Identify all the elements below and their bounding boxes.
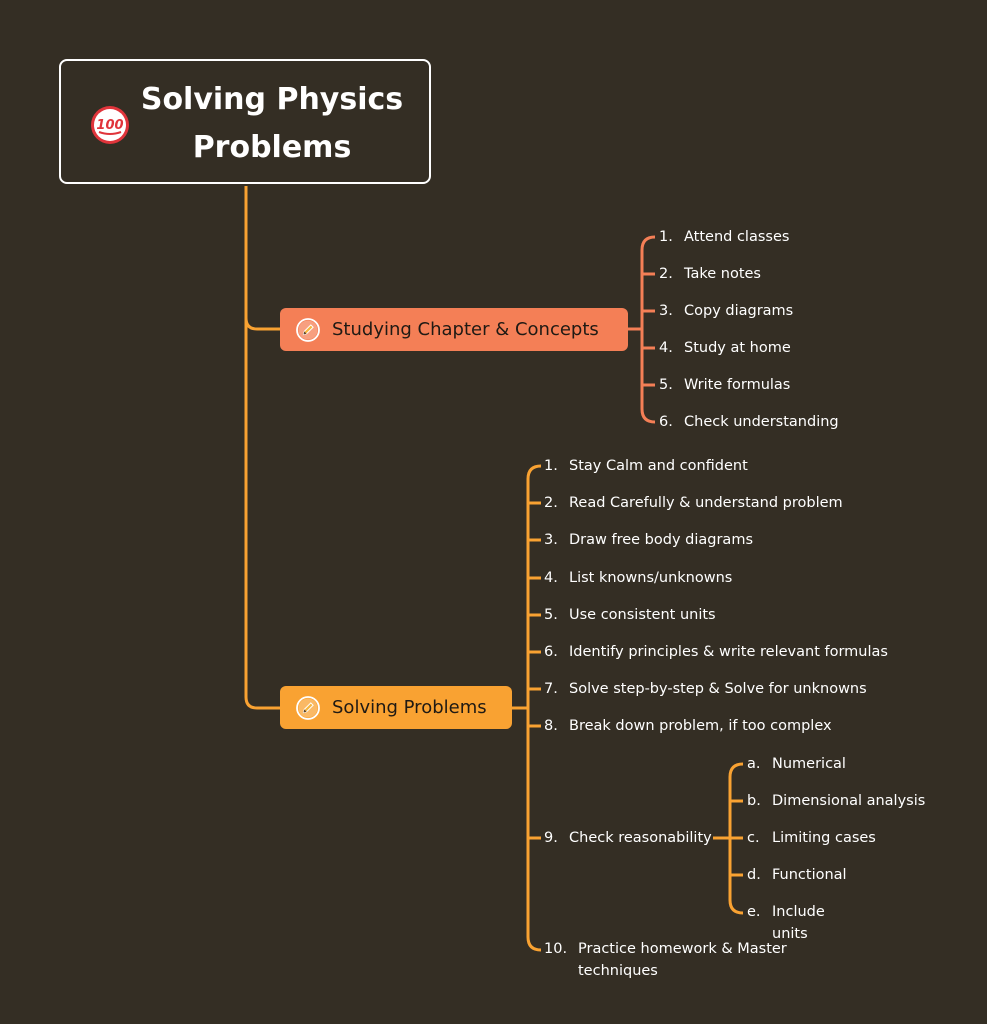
item-text: Draw free body diagrams xyxy=(569,532,753,548)
item-text: Study at home xyxy=(684,340,791,356)
list-item[interactable]: 2. Read Carefully & understand problem xyxy=(544,492,843,514)
list-item[interactable]: 3. Draw free body diagrams xyxy=(544,529,753,551)
item-text: Practice homework & Master techniques xyxy=(578,941,787,979)
item-text: Identify principles & write relevant for… xyxy=(569,644,888,660)
item-text: Take notes xyxy=(684,266,761,282)
branch-studying-label: Studying Chapter & Concepts xyxy=(332,319,599,340)
list-item[interactable]: 1. Attend classes xyxy=(659,226,789,248)
sub-list-item[interactable]: a. Numerical xyxy=(747,753,846,775)
item-letter: e. xyxy=(747,904,761,920)
item-number: 5. xyxy=(659,377,673,393)
branch-solving[interactable]: Solving Problems xyxy=(280,686,512,729)
item-text: Stay Calm and confident xyxy=(569,458,748,474)
item-number: 10. xyxy=(544,941,568,957)
item-text: Break down problem, if too complex xyxy=(569,718,832,734)
item-number: 6. xyxy=(659,414,673,430)
item-letter: b. xyxy=(747,793,761,809)
pencil-icon xyxy=(296,695,320,720)
list-item[interactable]: 8. Break down problem, if too complex xyxy=(544,715,832,737)
item-letter: a. xyxy=(747,756,761,772)
list-item[interactable]: 5. Write formulas xyxy=(659,374,790,396)
list-item[interactable]: 3. Copy diagrams xyxy=(659,300,793,322)
list-item[interactable]: 6. Identify principles & write relevant f… xyxy=(544,641,888,663)
item-number: 8. xyxy=(544,718,558,734)
item-letter: c. xyxy=(747,830,760,846)
item-text: Numerical xyxy=(772,756,846,772)
branch-studying[interactable]: Studying Chapter & Concepts xyxy=(280,308,628,351)
item-text: Read Carefully & understand problem xyxy=(569,495,843,511)
solving-bracket xyxy=(526,464,542,952)
root-title-line1: Solving Physics xyxy=(140,82,404,117)
item-text: Functional xyxy=(772,867,847,883)
item-text: Attend classes xyxy=(684,229,790,245)
item-number: 5. xyxy=(544,607,558,623)
item-text: Limiting cases xyxy=(772,830,876,846)
item-text: Write formulas xyxy=(684,377,791,393)
item-text: Include units xyxy=(772,904,825,942)
item-text: Check understanding xyxy=(684,414,839,430)
item-text: Dimensional analysis xyxy=(772,793,926,809)
item-number: 7. xyxy=(544,681,558,697)
studying-bracket xyxy=(640,235,656,424)
item-number: 4. xyxy=(659,340,673,356)
item-text: Check reasonability xyxy=(569,830,712,846)
sub-list-item[interactable]: c. Limiting cases xyxy=(747,827,876,849)
item-text: Use consistent units xyxy=(569,607,716,623)
item-text: List knowns/unknowns xyxy=(569,570,733,586)
item-number: 3. xyxy=(659,303,673,319)
item-letter: d. xyxy=(747,867,761,883)
list-item[interactable]: 1. Stay Calm and confident xyxy=(544,455,748,477)
item-number: 1. xyxy=(659,229,673,245)
list-item[interactable]: 4. List knowns/unknowns xyxy=(544,567,732,589)
item-text: Copy diagrams xyxy=(684,303,794,319)
list-item[interactable]: 6. Check understanding xyxy=(659,411,839,433)
item-number: 4. xyxy=(544,570,558,586)
list-item[interactable]: 2. Take notes xyxy=(659,263,761,285)
root-title: Solving Physics Problems xyxy=(140,76,404,172)
item-number: 1. xyxy=(544,458,558,474)
hundred-points-icon: 100 xyxy=(91,106,129,144)
list-item-reasonability[interactable]: 9. Check reasonability xyxy=(544,827,712,849)
list-item[interactable]: 10. Practice homework & Master techniques xyxy=(544,938,798,982)
svg-text:100: 100 xyxy=(96,118,123,133)
item-number: 2. xyxy=(659,266,673,282)
item-number: 6. xyxy=(544,644,558,660)
item-number: 2. xyxy=(544,495,558,511)
trunk-line-lower xyxy=(244,318,280,710)
sub-list-item[interactable]: b. Dimensional analysis xyxy=(747,790,925,812)
item-text: Solve step-by-step & Solve for unknowns xyxy=(569,681,867,697)
sub-list-item[interactable]: e. Include units xyxy=(747,901,834,945)
item-number: 9. xyxy=(544,830,558,846)
branch-solving-label: Solving Problems xyxy=(332,697,487,718)
list-item[interactable]: 5. Use consistent units xyxy=(544,604,716,626)
list-item[interactable]: 7. Solve step-by-step & Solve for unknown… xyxy=(544,678,867,700)
root-title-line2: Problems xyxy=(192,130,352,165)
trunk-line xyxy=(244,186,280,331)
sub-list-item[interactable]: d. Functional xyxy=(747,864,847,886)
item-number: 3. xyxy=(544,532,558,548)
list-item[interactable]: 4. Study at home xyxy=(659,337,791,359)
pencil-icon xyxy=(296,317,320,342)
